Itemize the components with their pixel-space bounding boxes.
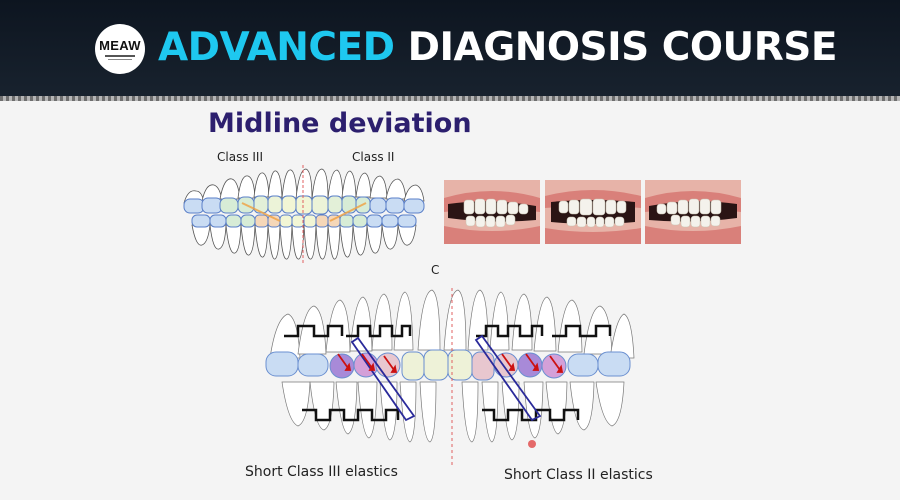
banner-divider-strip xyxy=(0,96,900,101)
logo-text: MEAW xyxy=(99,37,141,53)
course-title-accent: ADVANCED xyxy=(158,25,395,70)
upper-teeth xyxy=(183,168,425,204)
pointer-dot xyxy=(528,440,536,448)
course-title-main: DIAGNOSIS COURSE xyxy=(407,25,838,70)
intraoral-photo-left xyxy=(645,180,741,244)
force-arrows xyxy=(337,353,564,373)
slide-title: Midline deviation xyxy=(208,108,472,139)
course-banner: MEAW ADVANCED DIAGNOSIS COURSE xyxy=(0,0,900,96)
lower-crowns xyxy=(191,214,417,228)
logo-underline xyxy=(105,54,135,57)
elastics xyxy=(350,334,542,422)
class-iii-label: Class III xyxy=(217,150,264,164)
logo-underline-small xyxy=(108,58,132,60)
lower-brackets xyxy=(302,408,580,422)
intraoral-photo-right xyxy=(444,180,540,244)
caption-short-class-ii: Short Class II elastics xyxy=(504,467,653,483)
intraoral-photo-frontal xyxy=(545,180,641,244)
class-ii-label: Class II xyxy=(352,150,395,164)
course-title: ADVANCED DIAGNOSIS COURSE xyxy=(158,22,837,74)
upper-brackets xyxy=(284,324,612,338)
panel-letter: C xyxy=(431,263,440,277)
upper-lower-arch-diagram xyxy=(183,165,425,263)
crowns xyxy=(265,349,631,381)
lower-teeth xyxy=(191,224,417,260)
short-elastics-diagram xyxy=(265,288,635,466)
meaw-logo: MEAW xyxy=(95,24,145,74)
lower-root-outlines xyxy=(281,381,625,443)
orange-elastic-lines xyxy=(241,202,367,222)
caption-short-class-iii: Short Class III elastics xyxy=(245,464,398,480)
upper-crowns xyxy=(183,195,425,215)
